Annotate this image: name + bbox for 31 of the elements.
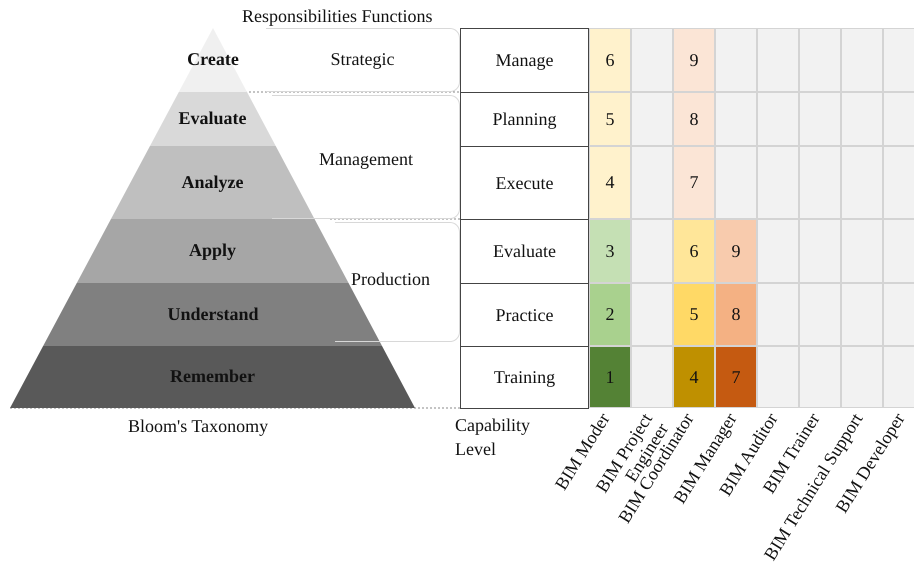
responsibility-box: Training [460,346,589,409]
matrix-cell: 6 [589,28,631,92]
matrix-cell: 5 [673,283,715,346]
matrix-cell: 1 [589,346,631,408]
pyramid-level: Evaluate [149,92,276,146]
matrix-cell: 9 [673,28,715,92]
matrix-cell: 8 [715,283,757,346]
responsibility-box: Evaluate [460,219,589,284]
axis-caption: Capability Level [455,414,531,461]
responsibility-box: Execute [460,146,589,220]
axis-caption: Bloom's Taxonomy [128,416,268,437]
matrix-cell: 9 [715,219,757,283]
group-label: Management [319,149,413,170]
matrix-cell: 6 [673,219,715,283]
matrix-cell: 4 [589,146,631,219]
matrix-cell: 8 [673,92,715,146]
pyramid-level: Apply [76,219,349,283]
matrix-cell: 7 [673,146,715,219]
responsibility-box: Planning [460,92,589,147]
matrix-cell: 4 [673,346,715,408]
pyramid-level: Analyze [110,146,315,219]
pyramid-level: Create [178,28,248,92]
group-label: Strategic [330,49,396,70]
responsibility-box: Practice [460,283,589,347]
pyramid-level: Remember [10,346,415,408]
matrix-cell: 7 [715,346,757,408]
heading-text: Responsibilities Functions [242,6,433,27]
matrix-cell: 2 [589,283,631,346]
responsibility-box: Manage [460,28,589,93]
matrix-cell: 3 [589,219,631,283]
matrix-cell: 5 [589,92,631,146]
